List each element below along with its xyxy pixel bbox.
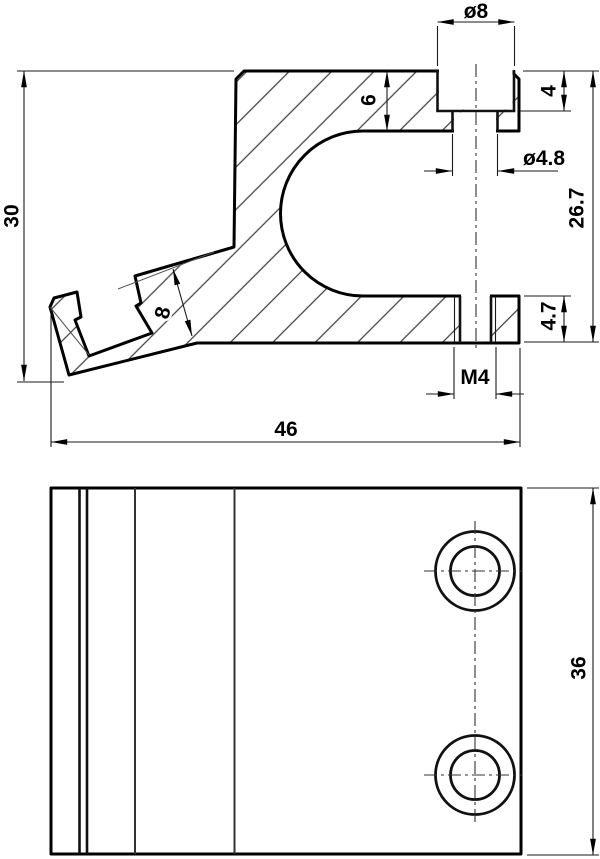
dim-label: M4 [460, 366, 489, 389]
dim-through-hole-dia: ø4.8 [424, 134, 568, 176]
through-hole-opening [454, 112, 496, 133]
section-hatch-fill [50, 71, 519, 375]
dim-overall-height: 30 [0, 70, 234, 383]
part-outline [48, 69, 521, 377]
dim-label: 30 [1, 204, 24, 227]
hook-arm-face-edge [117, 251, 215, 290]
dim-overall-width: 46 [50, 310, 521, 447]
dim-bottom-arm-thickness: 4.7 [524, 295, 571, 342]
dim-top-arm-thickness: 6 [355, 71, 390, 131]
front-view: 36 [49, 486, 599, 856]
dim-plate-height: 36 [527, 487, 599, 856]
dim-counterbore-dia: ø8 [436, 0, 516, 66]
dim-thread-size: M4 [426, 347, 524, 399]
dim-label: 36 [568, 656, 591, 679]
dim-label: 4 [538, 85, 561, 97]
dim-label: 4.7 [538, 301, 561, 330]
section-view: ø8 6 4 ø4.8 26.7 [0, 0, 599, 447]
dim-label: 6 [358, 94, 381, 106]
dim-label: ø8 [464, 0, 489, 23]
dim-label: 26.7 [566, 188, 589, 229]
plate-outline [49, 486, 523, 856]
hook-tip-face-edge [49, 306, 90, 356]
dim-label: ø4.8 [523, 147, 565, 170]
dimension-line [172, 268, 193, 337]
dim-right-height: 26.7 [524, 71, 599, 343]
dim-counterbore-depth: 4 [520, 70, 599, 112]
dim-label: 46 [274, 418, 297, 441]
